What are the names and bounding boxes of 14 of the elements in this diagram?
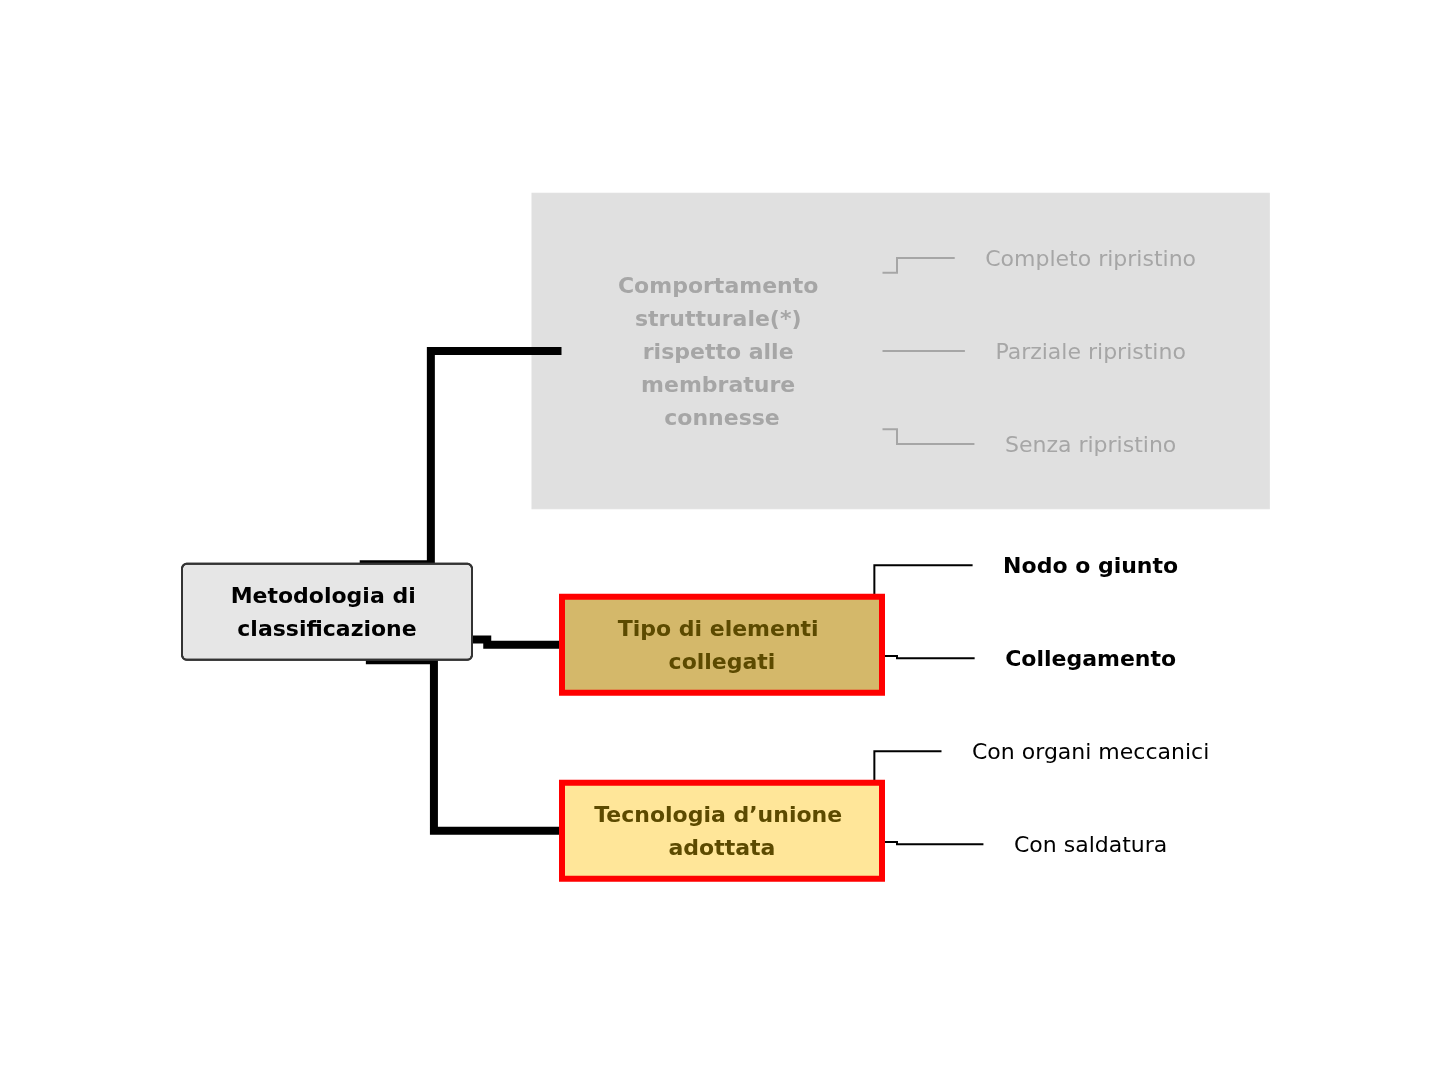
- node-text: Completo ripristino: [985, 245, 1197, 270]
- node-text: Parziale ripristino: [995, 338, 1187, 363]
- connector: [881, 349, 967, 352]
- connector: [881, 427, 977, 445]
- node-box: Tipo di elementi collegati: [559, 593, 886, 696]
- cluster: [531, 192, 1271, 509]
- node-text: Collegamento: [1005, 645, 1177, 671]
- connector: [881, 256, 957, 274]
- node-text: Nodo o giunto: [1003, 552, 1179, 578]
- node-box: Tecnologia d’unione adottata: [559, 779, 886, 882]
- node-text: Con organi meccanici: [972, 738, 1210, 764]
- node-text: Comportamento strutturale(*) rispetto alle membrature connesse: [618, 272, 819, 429]
- node-text: Con saldatura: [1014, 831, 1168, 857]
- node-text: Senza ripristino: [1005, 431, 1177, 456]
